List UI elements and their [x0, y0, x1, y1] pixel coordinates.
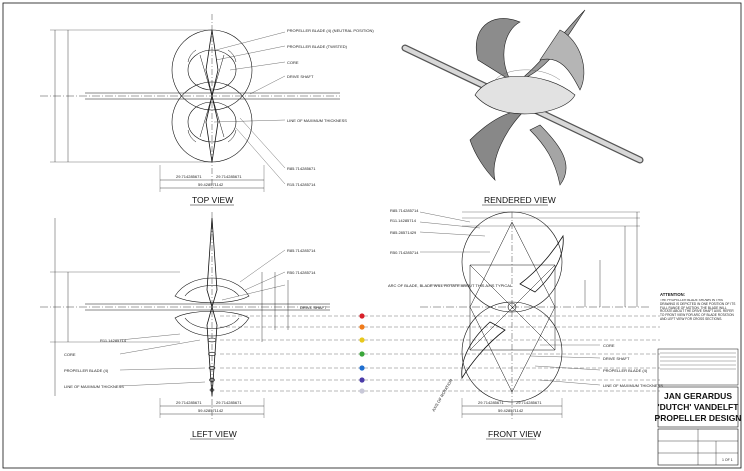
- section-dot: [359, 324, 365, 330]
- rendered-view-title: RENDERED VIEW: [484, 195, 556, 205]
- top-callout-radius-1: R85.714285671: [287, 166, 316, 171]
- title-block-sheet: 1 OF 1: [722, 458, 733, 462]
- left-callout-radius-2: R50.714285714: [287, 270, 316, 275]
- front-callout-radius-3: R85.28571429: [390, 230, 417, 235]
- top-callout-blade-neutral: PROPELLER BLADE (4) (NEUTRAL POSITION): [287, 28, 374, 33]
- top-callout-blade-twisted: PROPELLER BLADE (TWISTED): [287, 44, 348, 49]
- section-dot: [359, 351, 365, 357]
- front-view: [419, 211, 650, 420]
- front-callout-drive-shaft: DRIVE SHAFT: [603, 356, 630, 361]
- front-callout-axis-note: AXIS OF ROTATION: [431, 378, 454, 413]
- top-callout-core: CORE: [287, 60, 299, 65]
- section-dot-legend: [359, 313, 365, 394]
- left-callout-blade: PROPELLER BLADE (4): [64, 368, 109, 373]
- front-dim-left: 29.714285671: [478, 400, 504, 405]
- front-callout-blade: PROPELLER BLADE (4): [603, 368, 648, 373]
- attention-body: THE PROPELLER BLADE SHOWN IN THIS DRAWIN…: [660, 299, 736, 321]
- front-callout-core: CORE: [603, 343, 615, 348]
- rendered-view: [401, 9, 644, 186]
- front-dim-right: 29.714285671: [516, 400, 542, 405]
- left-view-title: LEFT VIEW: [192, 429, 237, 439]
- front-callout-arc: ARC OF BLADE, BLADE WILL ROTATE ABOUT TH…: [388, 283, 513, 288]
- top-view: [40, 14, 340, 192]
- title-block: [657, 386, 739, 466]
- title-block-line-3: PROPELLER DESIGN: [655, 413, 742, 423]
- left-view: [40, 212, 660, 420]
- front-callout-line-max: LINE OF MAXIMUM THICKNESS: [603, 383, 663, 388]
- left-callout-core: CORE: [64, 352, 76, 357]
- left-dim-total: 59.428571142: [198, 408, 224, 413]
- front-dim-total: 59.428571142: [498, 408, 524, 413]
- top-dim-left: 29.714285671: [176, 174, 202, 179]
- top-view-title: TOP VIEW: [192, 195, 233, 205]
- top-callout-line-max: LINE OF MAXIMUM THICKNESS: [287, 118, 347, 123]
- left-callout-radius-3: R11.14285714: [100, 338, 127, 343]
- section-dot: [359, 377, 365, 383]
- left-dim-right: 29.714285671: [216, 400, 242, 405]
- left-callout-radius-1: R85.714285714: [287, 248, 316, 253]
- top-callout-radius-2: R15.714285714: [287, 182, 316, 187]
- title-block-line-2: 'DUTCH' VANDELFT: [658, 402, 740, 412]
- front-callout-radius-2: R11.14285714: [390, 218, 417, 223]
- left-callout-drive-shaft: DRIVE SHAFT: [300, 305, 327, 310]
- attention-body-wrap: THE PROPELLER BLADE SHOWN IN THIS DRAWIN…: [660, 299, 736, 321]
- front-callout-arc-text: ARC OF BLADE, BLADE WILL ROTATE ABOUT TH…: [388, 283, 513, 288]
- top-dim-total: 59.428571142: [198, 182, 224, 187]
- section-dot: [359, 388, 365, 394]
- notes-table: [657, 348, 739, 386]
- top-callout-drive-shaft: DRIVE SHAFT: [287, 74, 314, 79]
- section-dot: [359, 365, 365, 371]
- top-dim-right: 29.714285671: [216, 174, 242, 179]
- section-dot: [359, 337, 365, 343]
- section-dot: [359, 313, 365, 319]
- front-callout-radius-1: R85.714285714: [390, 208, 419, 213]
- attention-title: ATTENTION:: [660, 292, 685, 297]
- title-block-line-1: JAN GERARDUS: [664, 391, 732, 401]
- left-dim-left: 29.714285671: [176, 400, 202, 405]
- front-view-title: FRONT VIEW: [488, 429, 541, 439]
- left-callout-line-max: LINE OF MAXIMUM THICKNESS: [64, 384, 124, 389]
- front-callout-radius-4: R50.714285714: [390, 250, 419, 255]
- attention-note: ATTENTION:: [660, 292, 685, 297]
